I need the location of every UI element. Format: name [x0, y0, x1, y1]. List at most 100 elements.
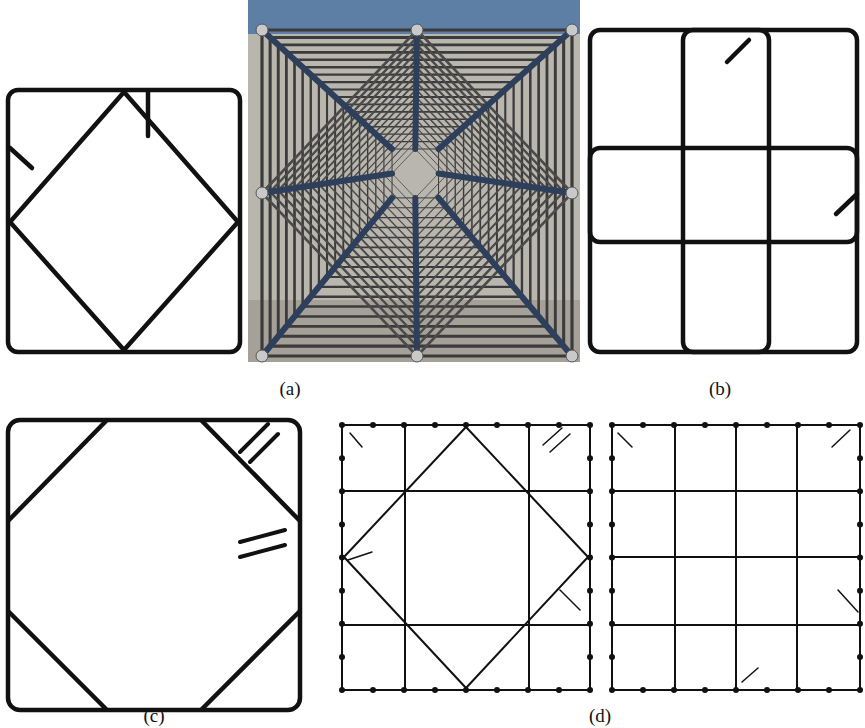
longitudinal-bar — [587, 521, 593, 527]
hook-end — [240, 545, 285, 557]
longitudinal-bar — [640, 422, 646, 428]
diamond-tie — [9, 612, 106, 709]
longitudinal-bar — [733, 687, 739, 693]
longitudinal-bar — [370, 687, 376, 693]
inner-hoop — [590, 148, 857, 242]
longitudinal-bar — [733, 422, 739, 428]
longitudinal-bar — [432, 422, 438, 428]
longitudinal-bar — [857, 555, 863, 561]
longitudinal-bar — [339, 422, 345, 428]
longitudinal-bar — [525, 422, 531, 428]
perimeter-hoop — [342, 425, 590, 690]
longitudinal-bar — [857, 521, 863, 527]
longitudinal-bar — [525, 687, 531, 693]
longitudinal-bar — [609, 455, 615, 461]
longitudinal-bar — [587, 488, 593, 494]
hook-end — [550, 434, 570, 452]
cage-hoop — [262, 30, 572, 356]
longitudinal-bar — [795, 422, 801, 428]
longitudinal-bar — [609, 687, 615, 693]
longitudinal-bar — [415, 198, 417, 356]
cross-tie — [612, 556, 860, 558]
longitudinal-bar — [556, 422, 562, 428]
hook-end — [618, 433, 632, 447]
longitudinal-bar — [587, 654, 593, 660]
tie-d-right — [609, 422, 863, 693]
longitudinal-bar — [609, 654, 615, 660]
longitudinal-bar — [494, 422, 500, 428]
longitudinal-bar — [640, 687, 646, 693]
longitudinal-bar — [463, 687, 469, 693]
longitudinal-bar — [826, 422, 832, 428]
longitudinal-bar — [857, 455, 863, 461]
hook-end — [250, 434, 278, 462]
hook-end — [240, 530, 285, 542]
tie-a — [8, 90, 240, 352]
hook-end — [10, 148, 32, 168]
cage-diamond-tie — [262, 30, 572, 356]
photo-ground — [248, 0, 580, 362]
hook-end — [832, 430, 850, 447]
panel-label: (c) — [143, 706, 164, 725]
longitudinal-bar — [439, 173, 572, 193]
hook-end — [350, 433, 362, 447]
hook-end — [838, 590, 858, 612]
panel-label: (a) — [279, 379, 300, 398]
longitudinal-bar — [339, 654, 345, 660]
longitudinal-bar — [262, 30, 392, 149]
longitudinal-bar — [671, 422, 677, 428]
longitudinal-bar — [857, 654, 863, 660]
longitudinal-bar — [609, 621, 615, 627]
hook-end — [742, 668, 758, 682]
longitudinal-bar — [339, 687, 345, 693]
longitudinal-bar — [587, 422, 593, 428]
panel-label: (b) — [709, 379, 731, 398]
longitudinal-bar — [439, 30, 572, 149]
longitudinal-bar — [339, 621, 345, 627]
bar-end — [256, 187, 268, 199]
longitudinal-bar — [587, 621, 593, 627]
longitudinal-bar — [439, 198, 572, 356]
longitudinal-bar — [609, 422, 615, 428]
longitudinal-bar — [587, 455, 593, 461]
longitudinal-bar — [401, 422, 407, 428]
bar-end — [411, 350, 423, 362]
longitudinal-bar — [702, 687, 708, 693]
bar-end — [256, 350, 268, 362]
longitudinal-bar — [609, 521, 615, 527]
perimeter-hoop — [612, 425, 860, 690]
perimeter-hoop — [8, 420, 300, 710]
perimeter-hoop — [590, 30, 857, 352]
diamond-tie — [344, 427, 588, 688]
longitudinal-bar — [432, 687, 438, 693]
longitudinal-bar — [339, 555, 345, 561]
bar-end — [566, 350, 578, 362]
hook-end — [727, 40, 749, 62]
longitudinal-bar — [556, 687, 562, 693]
longitudinal-bar — [764, 687, 770, 693]
longitudinal-bar — [795, 687, 801, 693]
tie-d-left — [339, 422, 593, 693]
longitudinal-bar — [463, 422, 469, 428]
tie-b — [590, 30, 857, 352]
longitudinal-bar — [587, 588, 593, 594]
inner-hoop — [405, 425, 529, 690]
longitudinal-bar — [370, 422, 376, 428]
longitudinal-bar — [339, 588, 345, 594]
hook-end — [560, 590, 580, 610]
longitudinal-bar — [494, 687, 500, 693]
longitudinal-bar — [415, 30, 417, 149]
bar-end — [566, 24, 578, 36]
diamond-tie — [202, 421, 299, 520]
longitudinal-bar — [262, 198, 392, 356]
bar-end — [566, 187, 578, 199]
longitudinal-bar — [339, 488, 345, 494]
hook-end — [543, 428, 562, 445]
longitudinal-bar — [401, 687, 407, 693]
cage-photo — [248, 0, 580, 362]
longitudinal-bar — [857, 488, 863, 494]
tie-c — [8, 420, 300, 710]
longitudinal-bar — [826, 687, 832, 693]
